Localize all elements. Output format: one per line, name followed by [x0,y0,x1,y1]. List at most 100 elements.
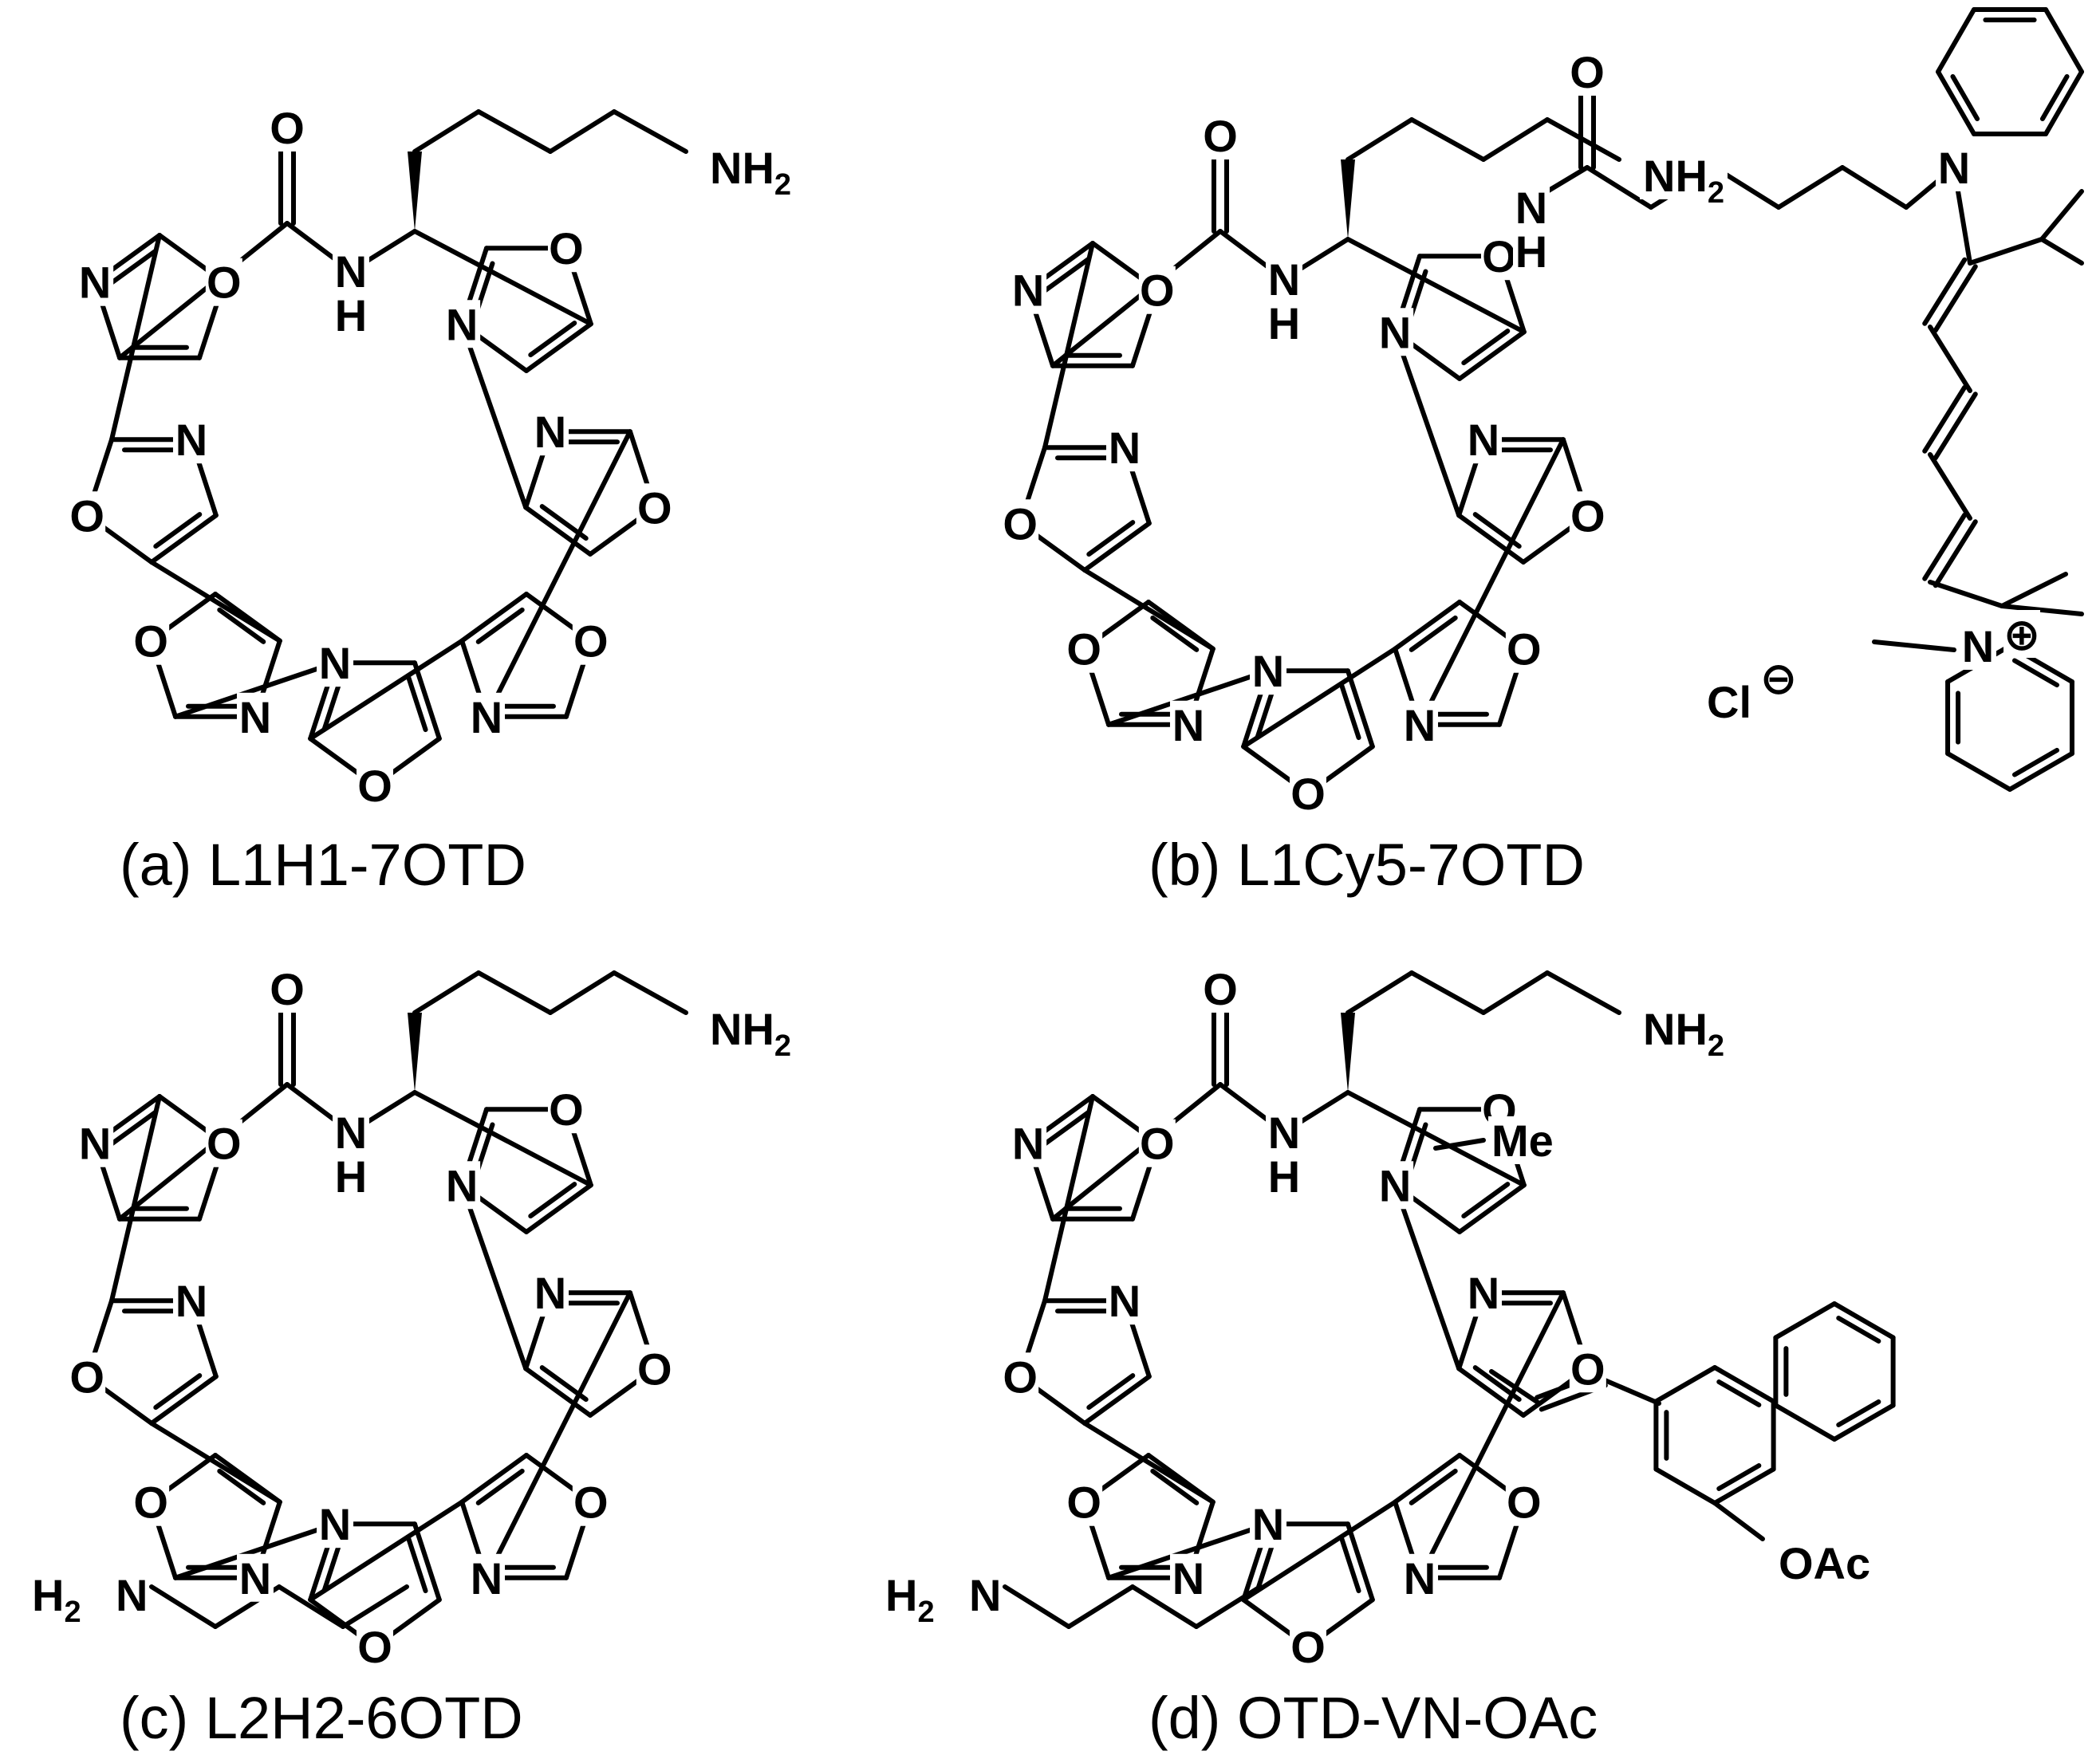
acetoxy-group-backdrop [1775,1539,1876,1587]
oxazole-ring-4-nitrogen: N [319,638,351,688]
oxazole-ring-7-nitrogen-backdrop [1377,1161,1414,1210]
oxazole-ring-4-nitrogen: N [319,1499,351,1549]
oxazole-ring-5-oxygen-backdrop [572,1478,609,1526]
oxazole-ring-5-oxygen: O [573,616,609,667]
chloride-negative-charge-backdrop [1760,654,1797,702]
side-chain-bond [612,970,688,1015]
oxazole-ring-6-oxygen: O [1570,1344,1606,1394]
oxazole-ring-3-oxygen: O [1066,624,1101,675]
oxazole-ring-1-oxygen-backdrop [1138,266,1176,314]
oxazole-ring-6-oxygen: O [1570,490,1606,541]
oxazole-ring-2-bond [1082,521,1152,573]
benzene-ring-top-bond [2043,69,2084,136]
oxazole-ring-4-bond [1345,1521,1375,1603]
amide-hydrogen-backdrop [333,1152,369,1200]
methyl-bond [1433,1138,1486,1151]
oxazole-ring-2-bond [1086,520,1136,557]
oxazole-ring-2-bond [1086,1373,1136,1411]
oxazole-ring-7-bond [524,321,593,373]
polymethine-double-bond [1933,392,1978,461]
oxazole-ring-7-bond [1457,329,1527,381]
oxazole-ring-2-oxygen-backdrop [1002,1352,1039,1401]
methyl-substituent-backdrop [1488,1116,1557,1164]
linker-bond [1776,165,1845,210]
ring-link-bond [1106,1521,1271,1580]
lower-side-chain-bond [1066,1584,1135,1629]
polymethine-bond [1928,325,1972,393]
oxazole-ring-7-nitrogen: N [446,299,478,349]
oxazole-ring-4-oxygen: O [1290,1622,1326,1672]
n-methyl-bond [1872,639,1956,652]
stereo-wedge-bond [408,152,422,231]
oxazole-ring-4-nitrogen-backdrop [1250,647,1287,695]
ring-link-bond [1417,437,1566,727]
chloride-negative-charge: ⊖ [1760,653,1798,703]
oxazole-ring-3-oxygen-backdrop [132,616,170,665]
stereo-wedge-bond [1341,159,1355,239]
oxazole-ring-1-oxygen: O [207,1119,242,1169]
oxazole-ring-3-nitrogen-backdrop [1169,700,1207,749]
oxazole-ring-5-bond [459,1453,529,1505]
oxazole-ring-5-nitrogen: N [1404,700,1436,750]
oxazole-ring-5-nitrogen-backdrop [468,692,506,741]
linker-carbonyl-oxygen-backdrop [1569,48,1606,96]
benzene-ring-top-bond [2043,7,2084,74]
ring-link-bond [1417,1290,1566,1580]
oxazole-ring-4-nitrogen-backdrop [1250,1500,1287,1548]
amide-hydrogen: H [1268,298,1300,348]
oxazole-ring-2-bond [153,512,203,549]
terminal-amine-backdrop [1640,1005,1728,1053]
oxazole-ring-6-bond [1456,513,1526,565]
oxazole-ring-4-nitrogen: N [1252,646,1284,696]
oxazole-ring-5-nitrogen: N [471,1553,502,1604]
ring-link-bond [1106,668,1271,727]
oxazole-ring-5-oxygen: O [573,1478,609,1528]
side-chain-bond [1545,970,1621,1015]
oxazole-ring-7-nitrogen: N [1379,1160,1411,1210]
indoline-nitrogen-backdrop [1936,144,1972,191]
amide-hydrogen: H [335,1151,367,1202]
amide-hydrogen-backdrop [333,291,369,339]
amide-nitrogen: N [335,246,367,297]
oxazole-ring-4-bond [1345,668,1375,750]
oxazole-ring-5-nitrogen-backdrop [468,1553,506,1602]
oxazole-ring-1-nitrogen-backdrop [1010,1119,1047,1167]
oxazole-ring-6-bond [1456,1366,1526,1418]
polymethine-bond [1928,452,1972,521]
terminal-amine-subscript: 2 [1708,176,1724,210]
oxazole-ring-5-nitrogen: N [471,692,502,742]
carbonyl-oxygen-backdrop [1202,112,1239,159]
oxazole-ring-2-nitrogen-backdrop [1105,423,1143,472]
oxazole-ring-4-oxygen: O [357,761,392,811]
oxazole-ring-6-oxygen-backdrop [1569,1344,1606,1393]
oxazole-ring-2-nitrogen: N [175,1276,207,1326]
oxazole-ring-3-nitrogen: N [1172,700,1204,750]
acetoxy-group: OAc [1779,1538,1870,1588]
oxazole-ring-2-oxygen: O [69,1352,104,1402]
side-chain-bond [1409,117,1486,162]
ring-link-bond [484,1290,632,1580]
naphthalene-ring-a-bond [1716,1463,1762,1491]
indolium-nitrogen-backdrop [1960,622,1996,670]
terminal-amine-subscript: 2 [1708,1029,1724,1063]
side-chain-bond [1345,117,1414,162]
oxazole-ring-4-bond [406,1537,428,1594]
oxazole-ring-1-nitrogen-backdrop [77,258,114,306]
oxazole-ring-1-bond [1042,256,1091,293]
oxazole-ring-7-oxygen-backdrop [1480,232,1518,281]
lower-side-chain-bond [1130,1584,1199,1629]
side-chain-bond [548,109,617,154]
oxazole-ring-7-bond [528,1182,577,1219]
indolium-nitrogen: N [1962,621,1994,671]
oxazole-ring-2-nitrogen: N [1109,423,1141,473]
oxazole-ring-5-oxygen: O [1507,1478,1542,1528]
lower-amine-nitrogen-backdrop [112,1571,149,1619]
naphthalene-ring-a-bond [1653,1365,1717,1404]
polymethine-double-bond [1922,257,1968,326]
oxazole-ring-7-oxygen: O [549,223,584,273]
oxazole-ring-5-nitrogen: N [1404,1553,1436,1604]
naphthalene-ring-a-bond [1712,1365,1776,1404]
benzene-ring-top-bond [1950,73,1980,121]
oxazole-ring-5-bond [475,1468,525,1505]
carbonyl-oxygen: O [270,964,305,1014]
